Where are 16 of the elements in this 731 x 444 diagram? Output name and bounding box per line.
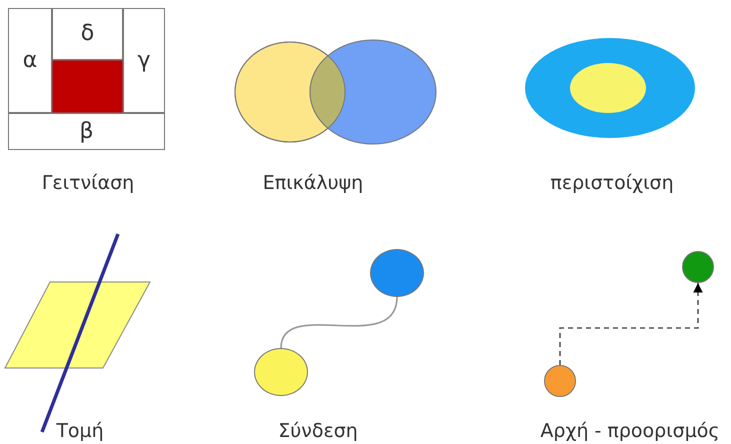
circle-node (682, 251, 714, 283)
caption-label: Επικάλυψη (262, 172, 364, 195)
grid-cell: α (8, 8, 52, 113)
caption-label: Τομή (56, 420, 104, 443)
caption-label: Αρχή - προορισμός (540, 420, 720, 443)
circle-node (254, 348, 308, 396)
arrow (559, 283, 703, 365)
grid-cell: γ (123, 8, 165, 113)
circle-node (370, 249, 424, 297)
circle-node (544, 365, 576, 397)
caption-label: περιστοίχιση (550, 172, 674, 195)
caption-label: Γειτνίαση (42, 172, 134, 195)
grid-cell: δ (52, 8, 123, 60)
caption-label: Σύνδεση (278, 420, 358, 443)
grid-cell: β (8, 113, 165, 150)
connector-line (280, 296, 398, 348)
